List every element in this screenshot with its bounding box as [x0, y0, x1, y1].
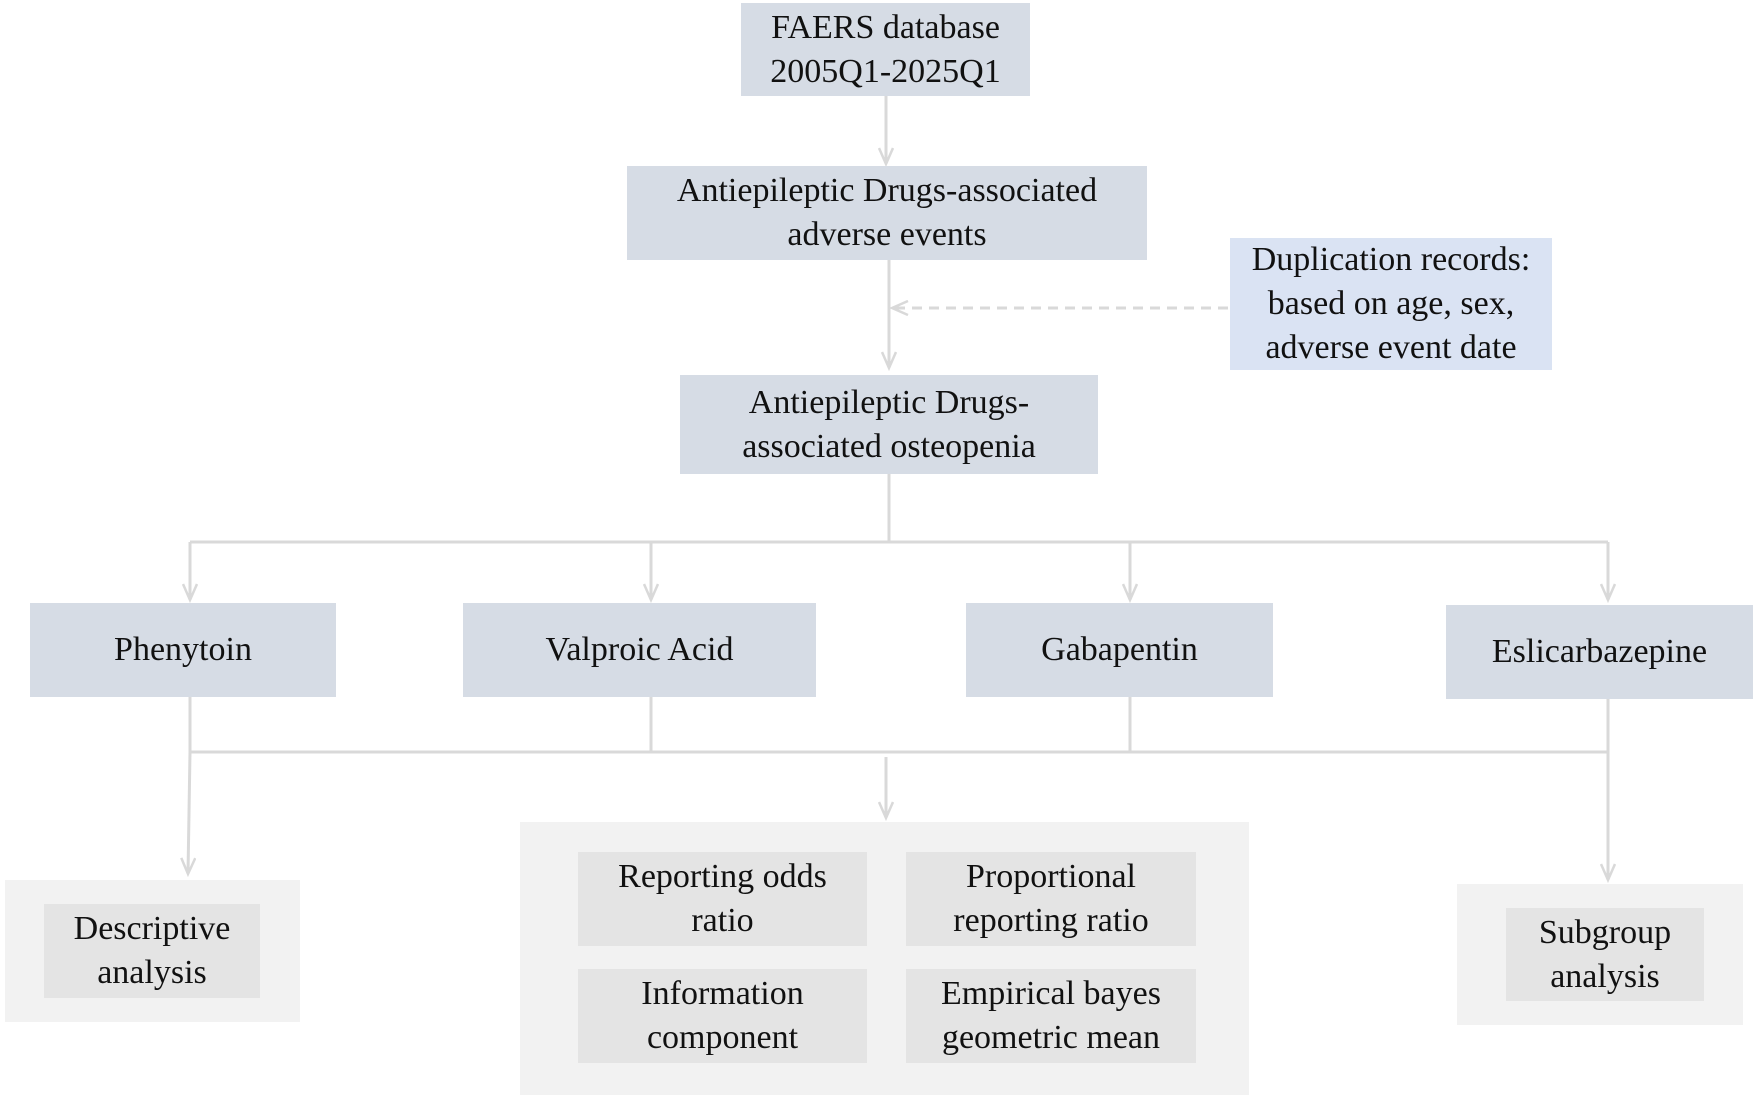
drug-box-eslicarbazepine: Eslicarbazepine: [1446, 605, 1753, 699]
descriptive-analysis-box: Descriptive analysis: [44, 904, 260, 998]
drug-label-eslicarbazepine: Eslicarbazepine: [1491, 633, 1708, 670]
osteopenia-line2: associated osteopenia: [742, 427, 1036, 465]
method-ror-line2: ratio: [691, 902, 754, 939]
drug-box-valproic-acid: Valproic Acid: [463, 603, 816, 697]
duplication-records-line1: Duplication records:: [1251, 241, 1531, 278]
osteopenia-box: Antiepileptic Drugs- associated osteopen…: [680, 375, 1098, 474]
duplication-records-box: Duplication records: based on age, sex, …: [1230, 238, 1552, 370]
drug-label-gabapentin: Gabapentin: [1041, 631, 1198, 668]
method-ic-line2: component: [646, 1019, 799, 1056]
faers-database-box: FAERS database 2005Q1-2025Q1: [741, 3, 1030, 96]
adverse-events-line1: Antiepileptic Drugs-associated: [676, 172, 1098, 209]
drug-box-phenytoin: Phenytoin: [30, 603, 336, 697]
subgroup-analysis-box: Subgroup analysis: [1506, 908, 1704, 1001]
method-box-prr: Proportional reporting ratio: [906, 852, 1196, 946]
subgroup-analysis-line2: analysis: [1550, 957, 1660, 995]
method-box-ic: Information component: [578, 969, 867, 1063]
method-box-ebgm: Empirical bayes geometric mean: [906, 969, 1196, 1063]
method-ebgm-line2: geometric mean: [941, 1019, 1161, 1056]
method-box-ror: Reporting odds ratio: [578, 852, 867, 946]
method-prr-line1: Proportional: [966, 858, 1136, 895]
osteopenia-line1: Antiepileptic Drugs-: [748, 383, 1030, 421]
descriptive-analysis-line2: analysis: [97, 954, 207, 991]
adverse-events-line2: adverse events: [787, 216, 987, 253]
duplication-records-line3: adverse event date: [1265, 329, 1517, 366]
method-prr-line2: reporting ratio: [953, 902, 1149, 939]
drug-label-valproic-acid: Valproic Acid: [545, 631, 734, 668]
method-ic-line1: Information: [641, 975, 804, 1012]
drug-label-phenytoin: Phenytoin: [114, 631, 252, 668]
drug-box-gabapentin: Gabapentin: [966, 603, 1273, 697]
method-ebgm-line1: Empirical bayes: [941, 975, 1161, 1012]
duplication-records-line2: based on age, sex,: [1267, 285, 1515, 322]
method-ror-line1: Reporting odds: [618, 858, 827, 895]
adverse-events-box: Antiepileptic Drugs-associated adverse e…: [627, 166, 1147, 260]
descriptive-analysis-line1: Descriptive: [73, 910, 231, 947]
faers-database-line2: 2005Q1-2025Q1: [770, 52, 1001, 90]
faers-database-line1: FAERS database: [771, 8, 1000, 46]
subgroup-analysis-line1: Subgroup: [1538, 913, 1672, 951]
arrow-to-descriptive: [188, 751, 190, 874]
